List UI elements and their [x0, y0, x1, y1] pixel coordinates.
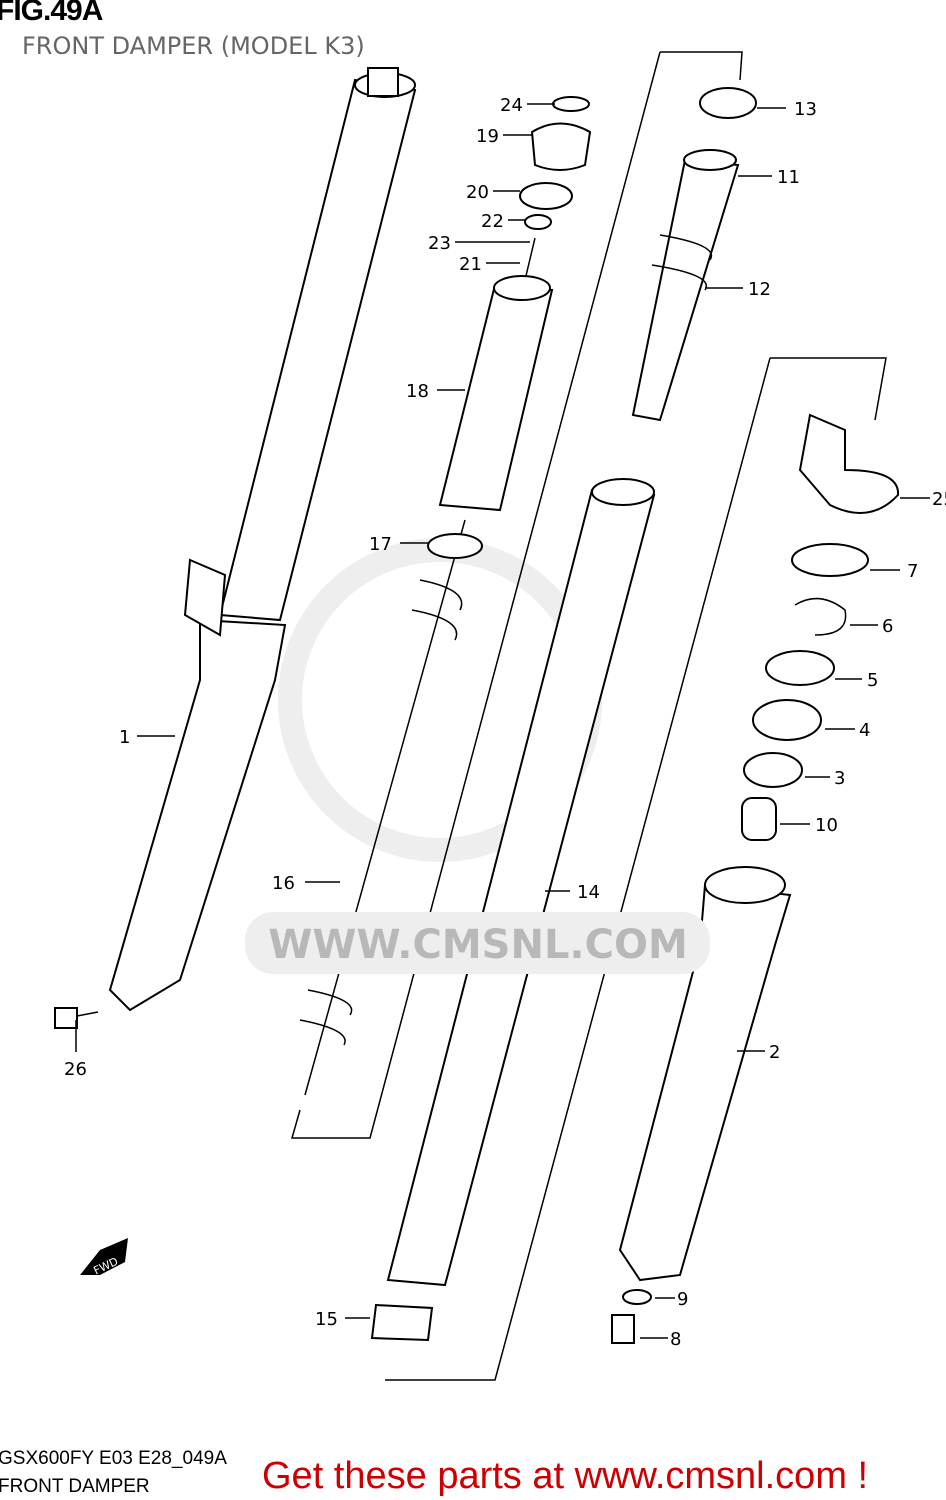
callout-12: 12 [748, 279, 771, 300]
svg-text:WWW.CMSNL.COM: WWW.CMSNL.COM [268, 922, 688, 968]
callout-19: 19 [476, 126, 499, 147]
gasket-9 [622, 1289, 652, 1305]
diagram-name: FRONT DAMPER [0, 1476, 150, 1497]
dust-seal-7 [791, 543, 869, 577]
callout-labels: 1 2 3 4 5 6 7 8 9 10 11 12 13 14 15 16 1… [64, 95, 946, 1350]
bushing-3 [743, 752, 803, 788]
bolt-8 [611, 1314, 635, 1344]
rod-23 [524, 237, 536, 281]
stopper-ring-6 [794, 597, 847, 636]
callout-6: 6 [882, 616, 893, 637]
callout-17: 17 [369, 534, 392, 555]
callout-10: 10 [815, 815, 838, 836]
washer-24 [552, 96, 590, 112]
outer-tube-right [618, 866, 792, 1282]
promo-link[interactable]: Get these parts at www.cmsnl.com ! [262, 1455, 869, 1497]
callout-22: 22 [481, 211, 504, 232]
callout-2: 2 [769, 1042, 780, 1063]
bushing-15 [370, 1303, 434, 1342]
diagram-code: GSX600FY E03 E28_049A [0, 1448, 227, 1469]
callout-13: 13 [794, 99, 817, 120]
fwd-arrow: FWD [80, 1238, 128, 1277]
callout-5: 5 [867, 670, 878, 691]
callout-20: 20 [466, 182, 489, 203]
callout-23: 23 [428, 233, 451, 254]
oil-lock-10 [741, 797, 777, 841]
figure-title: FIG.49A [0, 0, 103, 27]
oil-seal-5 [765, 650, 835, 686]
callout-15: 15 [315, 1309, 338, 1330]
callout-24: 24 [500, 95, 523, 116]
cap-bolt-19 [530, 122, 592, 171]
callout-3: 3 [834, 768, 845, 789]
callout-8: 8 [670, 1329, 681, 1350]
callout-16: 16 [272, 873, 295, 894]
callout-7: 7 [907, 561, 918, 582]
cmsnl-watermark: WWW.CMSNL.COM [245, 912, 710, 974]
o-ring-20 [519, 182, 573, 210]
callout-4: 4 [859, 720, 870, 741]
group-frame-right [385, 357, 887, 1381]
protector-25 [798, 413, 900, 514]
outer-tube-left [108, 67, 417, 1012]
callout-21: 21 [459, 254, 482, 275]
callout-9: 9 [677, 1289, 688, 1310]
callout-11: 11 [777, 167, 800, 188]
callout-18: 18 [406, 381, 429, 402]
retainer-4 [752, 699, 822, 741]
callout-25: 25 [932, 489, 946, 510]
spacer-11-spring-12 [631, 149, 740, 422]
callout-26: 26 [64, 1059, 87, 1080]
o-ring-22 [524, 214, 552, 230]
damper-18 [299, 275, 554, 1096]
callout-1: 1 [119, 727, 130, 748]
callout-14: 14 [577, 882, 600, 903]
leader-lines [75, 103, 930, 1339]
group-frame-left [291, 51, 743, 1139]
bolt-26 [54, 1007, 99, 1029]
figure-subtitle: FRONT DAMPER (MODEL K3) [22, 32, 365, 60]
o-ring-13 [699, 87, 757, 119]
inner-tube [386, 478, 656, 1287]
